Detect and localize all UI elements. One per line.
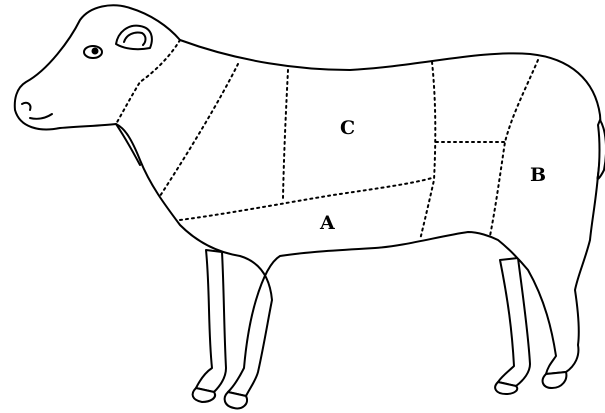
eye-pupil [92,48,99,55]
far-hind-leg [498,258,530,386]
hoof-near-hind [543,372,567,388]
region-label-a: A [319,212,335,234]
region-label-c: C [340,117,355,139]
region-label-b: B [530,164,546,186]
far-front-leg [196,250,226,392]
